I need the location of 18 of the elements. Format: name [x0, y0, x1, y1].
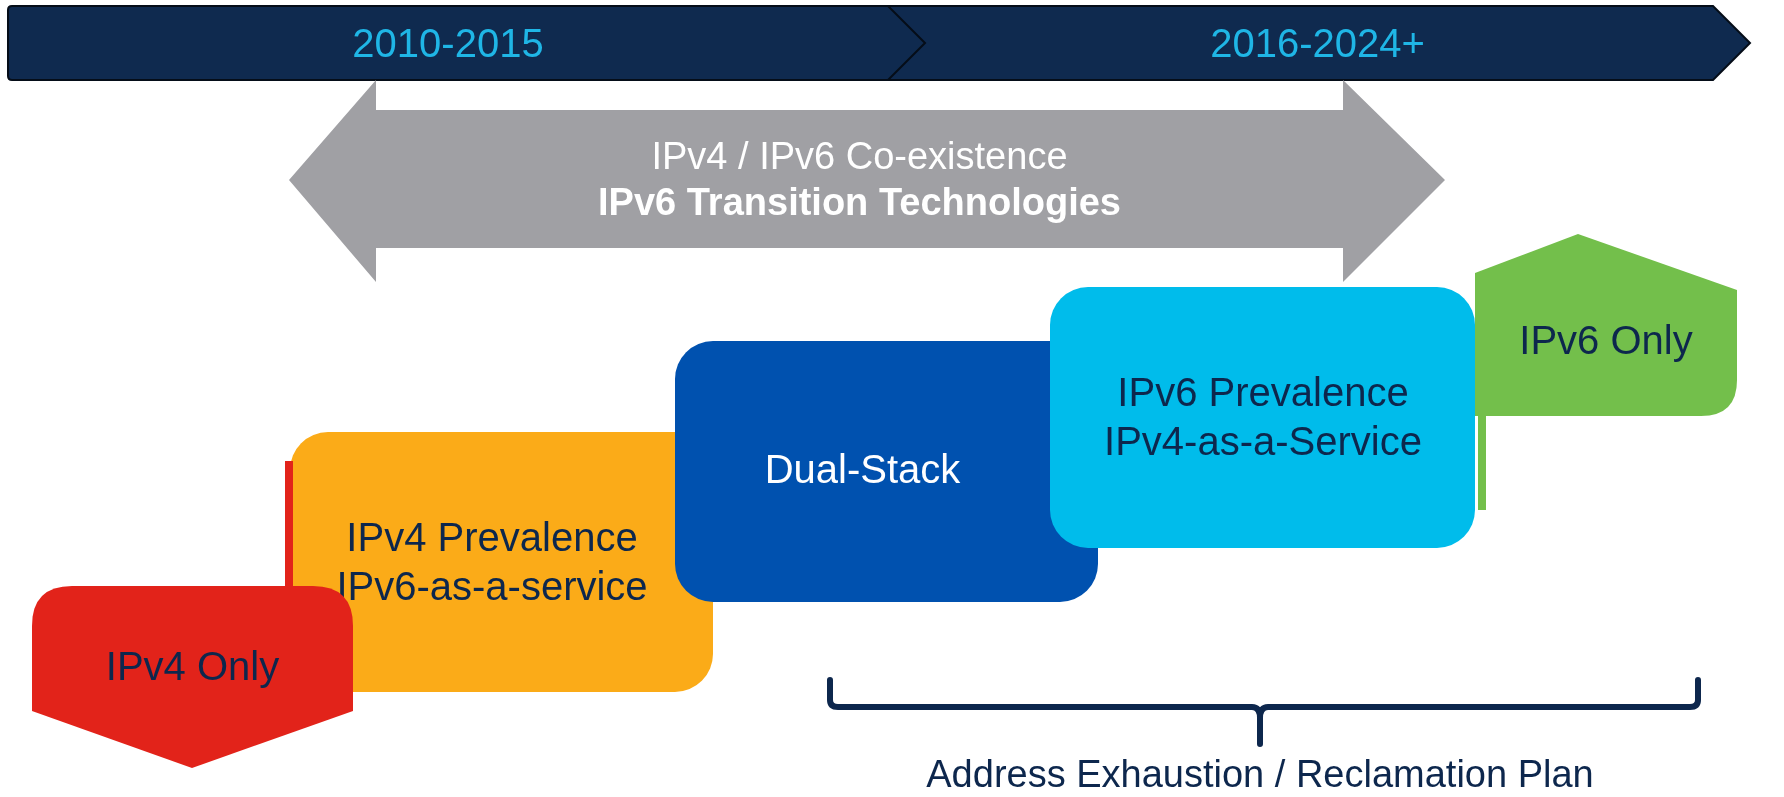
- stage-label: IPv4-as-a-Service: [1104, 418, 1422, 465]
- band-heading: IPv6 Transition Technologies: [598, 180, 1121, 225]
- stage-label: Dual-Stack: [764, 445, 961, 493]
- stage-label: IPv6 Only: [1519, 316, 1693, 364]
- period-label: 2016-2024+: [1210, 19, 1425, 67]
- stage-label: IPv6 Prevalence: [1117, 369, 1409, 417]
- stage-box: [1050, 287, 1475, 548]
- brace-label: Address Exhaustion / Reclamation Plan: [925, 752, 1595, 796]
- stage-pentagon: [1475, 234, 1737, 416]
- double-arrow-band: [289, 80, 1445, 282]
- timeline-segment: [8, 6, 925, 80]
- connector-line: [285, 461, 293, 586]
- period-label: 2010-2015: [352, 19, 544, 67]
- band-label: IPv4 / IPv6 Co-existence: [651, 133, 1068, 179]
- stage-label: IPv4 Prevalence: [346, 514, 638, 562]
- stage-label: IPv6-as-a-service: [336, 563, 648, 610]
- stage-box: [675, 341, 1098, 602]
- stage-label: IPv4 Only: [105, 642, 280, 690]
